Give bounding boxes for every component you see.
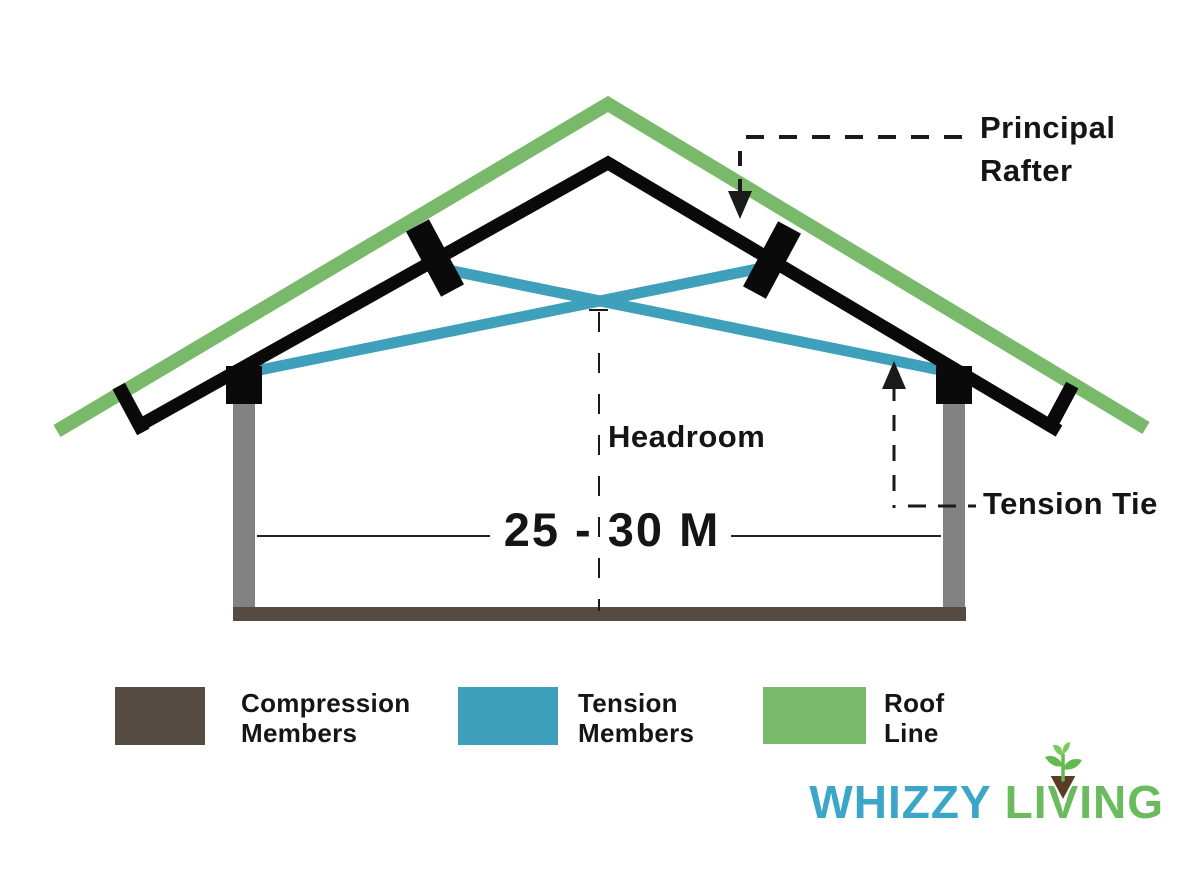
compression-members-label-line1: Compression [241,688,411,718]
rafter-block-eave-right-rect [1041,381,1079,435]
roof-line-label-line2: Line [884,718,939,748]
logo-word-living: LI V ING [1004,742,1164,828]
rafter-block-upper-right-rect [743,221,801,299]
rafter-block-eave-left-rect [112,382,150,436]
compression-members-swatch [115,687,205,745]
compression-members-label-line2: Members [241,718,358,748]
rafter-block-upper-left-rect [406,219,464,297]
roof-line-swatch [763,687,866,744]
tension-member-right-to-left [248,262,764,378]
tension-members-label-line1: Tension [578,688,678,718]
wall-post-left [233,367,255,608]
legend-item-compression-members: Compression Members [115,687,410,748]
roof-line-swatch-rect [763,687,866,744]
roof-line-label-line1: Roof [884,688,945,718]
tension-member-left-to-right [436,262,952,378]
tension-tie-arrow-up-icon [882,361,906,389]
tension-members-swatch [458,687,558,745]
principal-rafters [131,155,1063,437]
tension-members-label-line2: Members [578,718,695,748]
principal-rafter-label-line2: Rafter [980,153,1073,188]
principal-rafter-label-line1: Principal [980,110,1116,145]
legend-item-tension-members: Tension Members [458,687,694,748]
wall-plate-right [936,366,972,404]
roof-line-label: Roof Line [884,687,944,748]
span-dimension-label: 25 - 30 M [503,503,721,556]
whizzy-living-logo: WHIZZY LI V ING [809,742,1164,828]
sprout-leaf-upper-left [1053,744,1064,756]
compression-members-label: Compression Members [241,687,410,748]
floor-plate [233,607,966,621]
principal-rafter-label: Principal Rafter [980,106,1115,192]
sprout-icon [1045,742,1083,804]
compression-members-swatch-rect [115,687,205,745]
logo-word-whizzy: WHIZZY [809,776,992,828]
sprout-leaf-right [1063,759,1083,770]
principal-rafter-arrow-down-icon [728,191,752,219]
logo-word-living-prefix: LI [1004,776,1048,828]
headroom-label: Headroom [608,419,766,454]
tension-members-label: Tension Members [578,687,694,748]
tension-members-swatch-rect [458,687,558,745]
sprout-leaf-left [1045,756,1064,767]
rafter-block-eave-left [112,382,150,436]
wall-plate-left [226,366,262,404]
wall-post-right [943,367,965,608]
rafter-block-upper-left [406,219,464,297]
rafter-block-upper-right [743,221,801,299]
rafter-block-eave-right [1041,381,1079,435]
logo-letter-v: V [1045,742,1083,825]
logo-word-living-suffix: ING [1079,776,1164,828]
roof-line [53,95,1150,438]
tension-tie-label: Tension Tie [983,486,1158,521]
legend-item-roof-line: Roof Line [763,687,944,748]
sprout-leaf-top [1063,742,1071,754]
